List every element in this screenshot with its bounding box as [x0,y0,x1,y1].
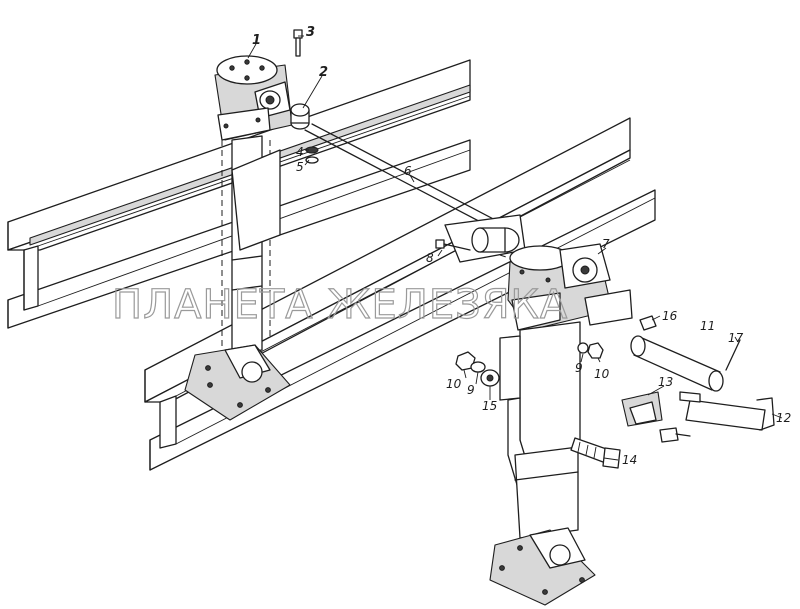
clamp-13 [621,391,691,443]
callout-10-left: 10 [446,377,462,391]
callout-10-right: 10 [594,367,610,381]
watermark-text: ПЛАНЕТА ЖЕЛЕЗЯКА [112,282,568,328]
callout-16: 16 [662,309,678,323]
callout-5: 5 [296,160,304,174]
callout-2: 2 [319,65,328,80]
callout-9-left: 9 [467,383,475,397]
callout-12: 12 [776,411,791,425]
callout-3: 3 [306,25,315,40]
upper-fasteners [290,29,319,164]
leader-lines [247,35,783,461]
callout-13: 13 [658,375,673,389]
cross-shaft [304,123,541,269]
right-nuts-washers [577,342,604,359]
callout-labels: 1 3 2 4 5 6 7 8 10 9 15 9 10 14 13 16 11… [252,25,791,467]
callout-1: 1 [252,33,261,48]
crank-handle [630,315,775,431]
right-jack-assembly [489,243,633,606]
callout-7: 7 [602,237,610,251]
callout-15: 15 [482,399,497,413]
bolt-8 [435,239,471,251]
callout-4: 4 [296,145,304,159]
callout-14: 14 [622,453,637,467]
callout-9-right: 9 [575,361,583,375]
callout-11: 11 [700,319,715,333]
left-nuts-washers [455,351,500,387]
left-jack-assembly [184,55,293,421]
callout-17: 17 [728,331,744,345]
callout-6: 6 [404,164,412,178]
callout-8: 8 [426,251,434,265]
